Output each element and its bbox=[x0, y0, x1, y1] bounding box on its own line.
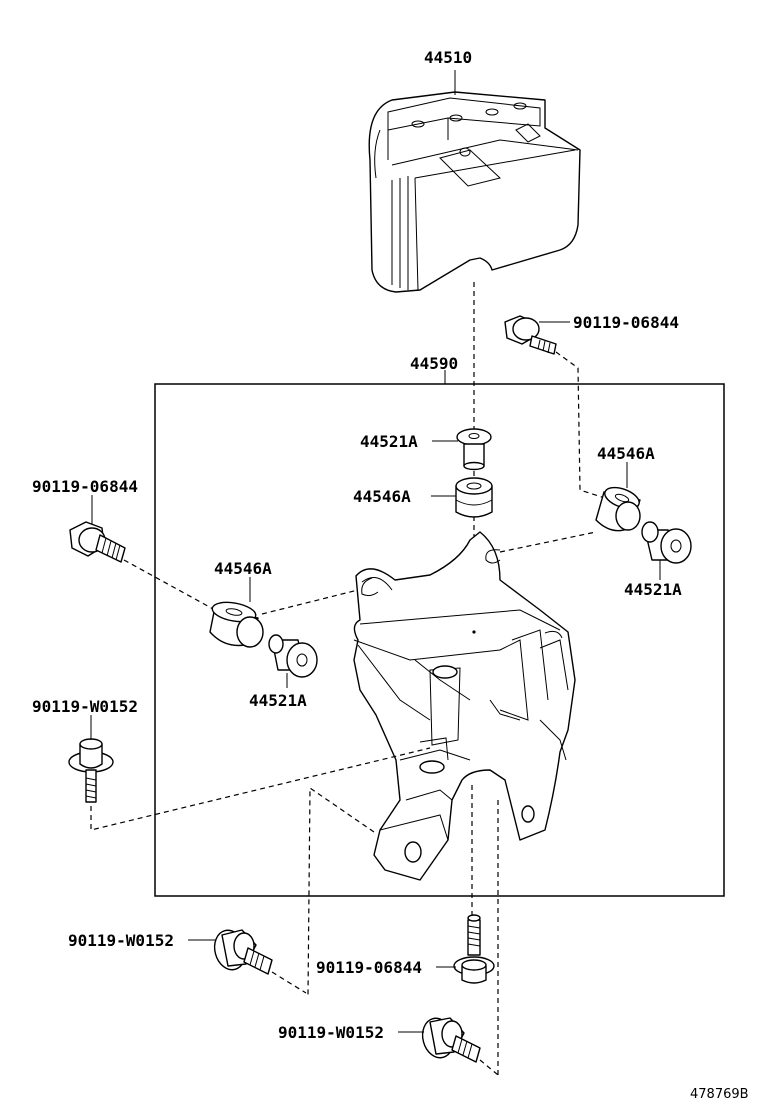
dash-bottom-bolt bbox=[479, 1059, 499, 1076]
cushion-ring-44546a-right[interactable] bbox=[595, 483, 642, 532]
abs-actuator-44510[interactable] bbox=[368, 91, 581, 293]
label-bolt-bottom-left: 90119-W0152 bbox=[68, 931, 174, 950]
label-cushion-top: 44521A bbox=[360, 432, 418, 451]
cushion-44521a-top[interactable] bbox=[456, 428, 492, 471]
label-cushion-right: 44521A bbox=[624, 580, 682, 599]
label-ring-left: 44546A bbox=[214, 559, 272, 578]
label-44510: 44510 bbox=[424, 48, 472, 67]
label-ring-top: 44546A bbox=[353, 487, 411, 506]
bolt-90119-06844-bottom-center[interactable] bbox=[453, 914, 495, 984]
dash-right-ring bbox=[499, 531, 597, 553]
illustration-ref-number: 478769B bbox=[690, 1087, 749, 1102]
label-44590: 44590 bbox=[410, 354, 458, 373]
bolt-90119-w0152-left[interactable] bbox=[68, 738, 114, 803]
dash-bottom-left-bolt bbox=[271, 971, 307, 994]
bracket-group-box bbox=[154, 383, 725, 897]
bolt-90119-06844-left[interactable] bbox=[69, 521, 126, 563]
label-bolt-bottom: 90119-W0152 bbox=[278, 1023, 384, 1042]
label-bolt-left: 90119-06844 bbox=[32, 477, 138, 496]
dash-left-lower-bolt bbox=[90, 747, 431, 831]
cushion-ring-44546a-top[interactable] bbox=[455, 477, 493, 518]
bolt-90119-w0152-bottom[interactable] bbox=[418, 1015, 481, 1063]
dash-left-ring bbox=[261, 589, 359, 615]
label-bolt-bottom-center: 90119-06844 bbox=[316, 958, 422, 977]
dash-left-bolt bbox=[123, 559, 216, 611]
label-ring-right: 44546A bbox=[597, 444, 655, 463]
cushion-44521a-right[interactable] bbox=[641, 521, 692, 564]
bolt-90119-06844-top-right[interactable] bbox=[504, 315, 557, 355]
bolt-90119-w0152-bottom-left[interactable] bbox=[210, 927, 273, 975]
label-bolt-top-right: 90119-06844 bbox=[573, 313, 679, 332]
dash-top-right-bolt bbox=[555, 351, 606, 499]
abs-bracket[interactable] bbox=[353, 531, 576, 881]
cushion-ring-44546a-left[interactable] bbox=[209, 599, 264, 648]
label-bolt-left-lower: 90119-W0152 bbox=[32, 697, 138, 716]
label-cushion-left: 44521A bbox=[249, 691, 307, 710]
cushion-44521a-left[interactable] bbox=[268, 634, 318, 678]
